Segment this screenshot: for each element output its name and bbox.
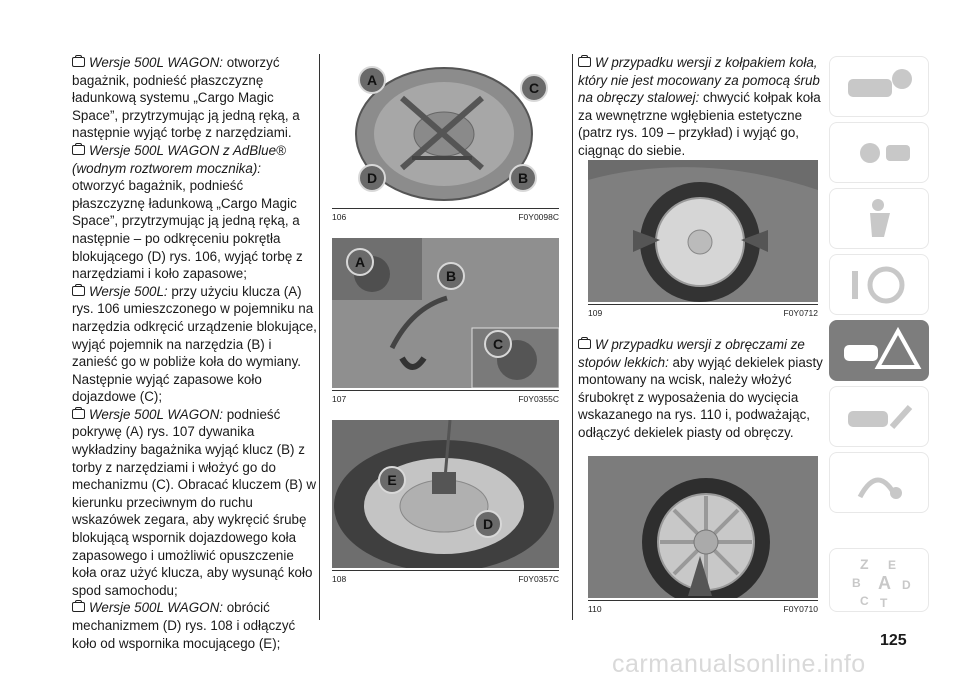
car-icon (578, 337, 591, 349)
caption-110: 110 F0Y0710 (588, 604, 818, 614)
text-column-right-lower: W przypadku wersji z obręczami ze stopów… (578, 336, 823, 442)
index-letter: T (880, 596, 888, 610)
alloy-wheel-illustration (588, 456, 818, 598)
figure-number: 110 (588, 604, 602, 614)
figure-109 (588, 160, 818, 302)
paragraph-lead: W przypadku wersji z obręczami ze stopów… (578, 337, 805, 370)
label-c: C (520, 74, 548, 102)
caption-rule (332, 570, 559, 571)
paragraph: Wersje 500L WAGON: otworzyć bagażnik, po… (72, 54, 317, 142)
figure-106: A C D B (332, 58, 559, 206)
figure-code: F0Y0357C (518, 574, 559, 584)
tab-multimedia[interactable] (829, 452, 929, 513)
lights-icon (860, 143, 910, 163)
text-column-right: W przypadku wersji z kołpakiem koła, któ… (578, 54, 823, 160)
paragraph-lead: Wersje 500L WAGON: (89, 600, 223, 616)
figure-number: 107 (332, 394, 347, 404)
emergency-triangle-icon (844, 326, 922, 369)
figure-number: 108 (332, 574, 347, 584)
paragraph-text: chwycić kołpak koła za wewnętrzne wgłębi… (578, 90, 821, 158)
index-letter: B (852, 576, 861, 590)
tab-safety[interactable] (829, 188, 929, 249)
paragraph-text: podnieść pokrywę (A) rys. 107 dywanika w… (72, 406, 317, 598)
car-icon (72, 600, 85, 613)
caption-108: 108 F0Y0357C (332, 574, 559, 584)
index-letter: Z (860, 556, 869, 572)
figure-110 (588, 456, 818, 598)
text-column-left: Wersje 500L WAGON: otworzyć bagażnik, po… (72, 54, 317, 652)
car-icon (72, 406, 85, 419)
figure-108: E D (332, 420, 559, 568)
figure-number: 109 (588, 308, 603, 318)
caption-rule (332, 208, 559, 209)
caption-106: 106 F0Y0098C (332, 212, 559, 222)
car-info-icon (848, 69, 912, 97)
figure-code: F0Y0712 (783, 308, 819, 318)
car-icon (72, 142, 85, 155)
paragraph-lead: Wersje 500L: (89, 283, 168, 299)
car-icon (72, 283, 85, 296)
label-a: A (346, 248, 374, 276)
paragraph: Wersje 500L WAGON: obrócić mechanizmem (… (72, 599, 317, 652)
wrench-car-icon (848, 404, 913, 430)
caption-rule (332, 390, 559, 391)
label-b: B (437, 262, 465, 290)
paragraph-lead: Wersje 500L WAGON: (89, 406, 223, 422)
figure-code: F0Y0098C (518, 212, 559, 222)
label-e: E (378, 466, 406, 494)
caption-109: 109 F0Y0712 (588, 308, 818, 318)
paragraph: Wersje 500L WAGON: podnieść pokrywę (A) … (72, 406, 317, 600)
spare-wheel-support-illustration (334, 420, 554, 568)
paragraph: W przypadku wersji z kołpakiem koła, któ… (578, 54, 823, 160)
index-letter: C (860, 594, 869, 608)
page-number: 125 (880, 632, 907, 649)
paragraph-text: otworzyć bagażnik, podnieść płaszczyznę … (72, 55, 300, 141)
index-letter: A (878, 573, 891, 593)
paragraph-text: obrócić mechanizmem (D) rys. 108 i odłąc… (72, 600, 296, 651)
tab-dashboard-info[interactable] (829, 56, 929, 117)
label-d: D (358, 164, 386, 192)
car-icon (578, 55, 591, 67)
index-letter: E (888, 558, 896, 572)
paragraph-text: przy użyciu klucza (A) rys. 106 umieszcz… (72, 283, 317, 405)
figure-code: F0Y0355C (518, 394, 559, 404)
tab-maintenance[interactable] (829, 386, 929, 447)
alphabet-index-icon: Z E B A D C T (852, 556, 911, 610)
paragraph: Wersje 500L: przy użyciu klucza (A) rys.… (72, 283, 317, 406)
figure-107: A B C (332, 238, 559, 388)
index-letter: D (902, 578, 911, 592)
label-a: A (358, 66, 386, 94)
paragraph-lead: W przypadku wersji z kołpakiem koła, któ… (578, 55, 820, 106)
paragraph-lead: Wersje 500L WAGON z AdBlue® (wodnym rozt… (72, 142, 286, 176)
tab-index[interactable]: Z E B A D C T (829, 548, 929, 612)
watermark: carmanualsonline.info (612, 650, 866, 678)
caption-rule (588, 304, 818, 305)
caption-rule (588, 600, 818, 601)
wheel-cover-illustration (588, 160, 818, 302)
tab-lights[interactable] (829, 122, 929, 183)
tab-in-an-emergency[interactable] (829, 320, 929, 381)
car-icon (72, 55, 85, 67)
paragraph-text: otworzyć bagażnik, podnieść płaszczyznę … (72, 178, 303, 282)
paragraph-text: aby wyjąć dekielek piasty montowany na w… (578, 354, 823, 440)
airbag-icon (870, 199, 890, 237)
spare-wheel-illustration (355, 67, 533, 201)
label-c: C (484, 330, 512, 358)
steering-wheel-icon (852, 266, 905, 304)
caption-107: 107 F0Y0355C (332, 394, 559, 404)
column-divider (319, 54, 320, 620)
paragraph-lead: Wersje 500L WAGON: (89, 55, 223, 70)
music-note-icon (857, 477, 902, 499)
paragraph: Wersje 500L WAGON z AdBlue® (wodnym rozt… (72, 142, 317, 283)
figure-code: F0Y0710 (783, 604, 819, 614)
figure-number: 106 (332, 212, 347, 222)
column-divider (572, 54, 573, 620)
label-d: D (474, 510, 502, 538)
tab-starting-driving[interactable] (829, 254, 929, 315)
paragraph: W przypadku wersji z obręczami ze stopów… (578, 336, 823, 442)
label-b: B (509, 164, 537, 192)
